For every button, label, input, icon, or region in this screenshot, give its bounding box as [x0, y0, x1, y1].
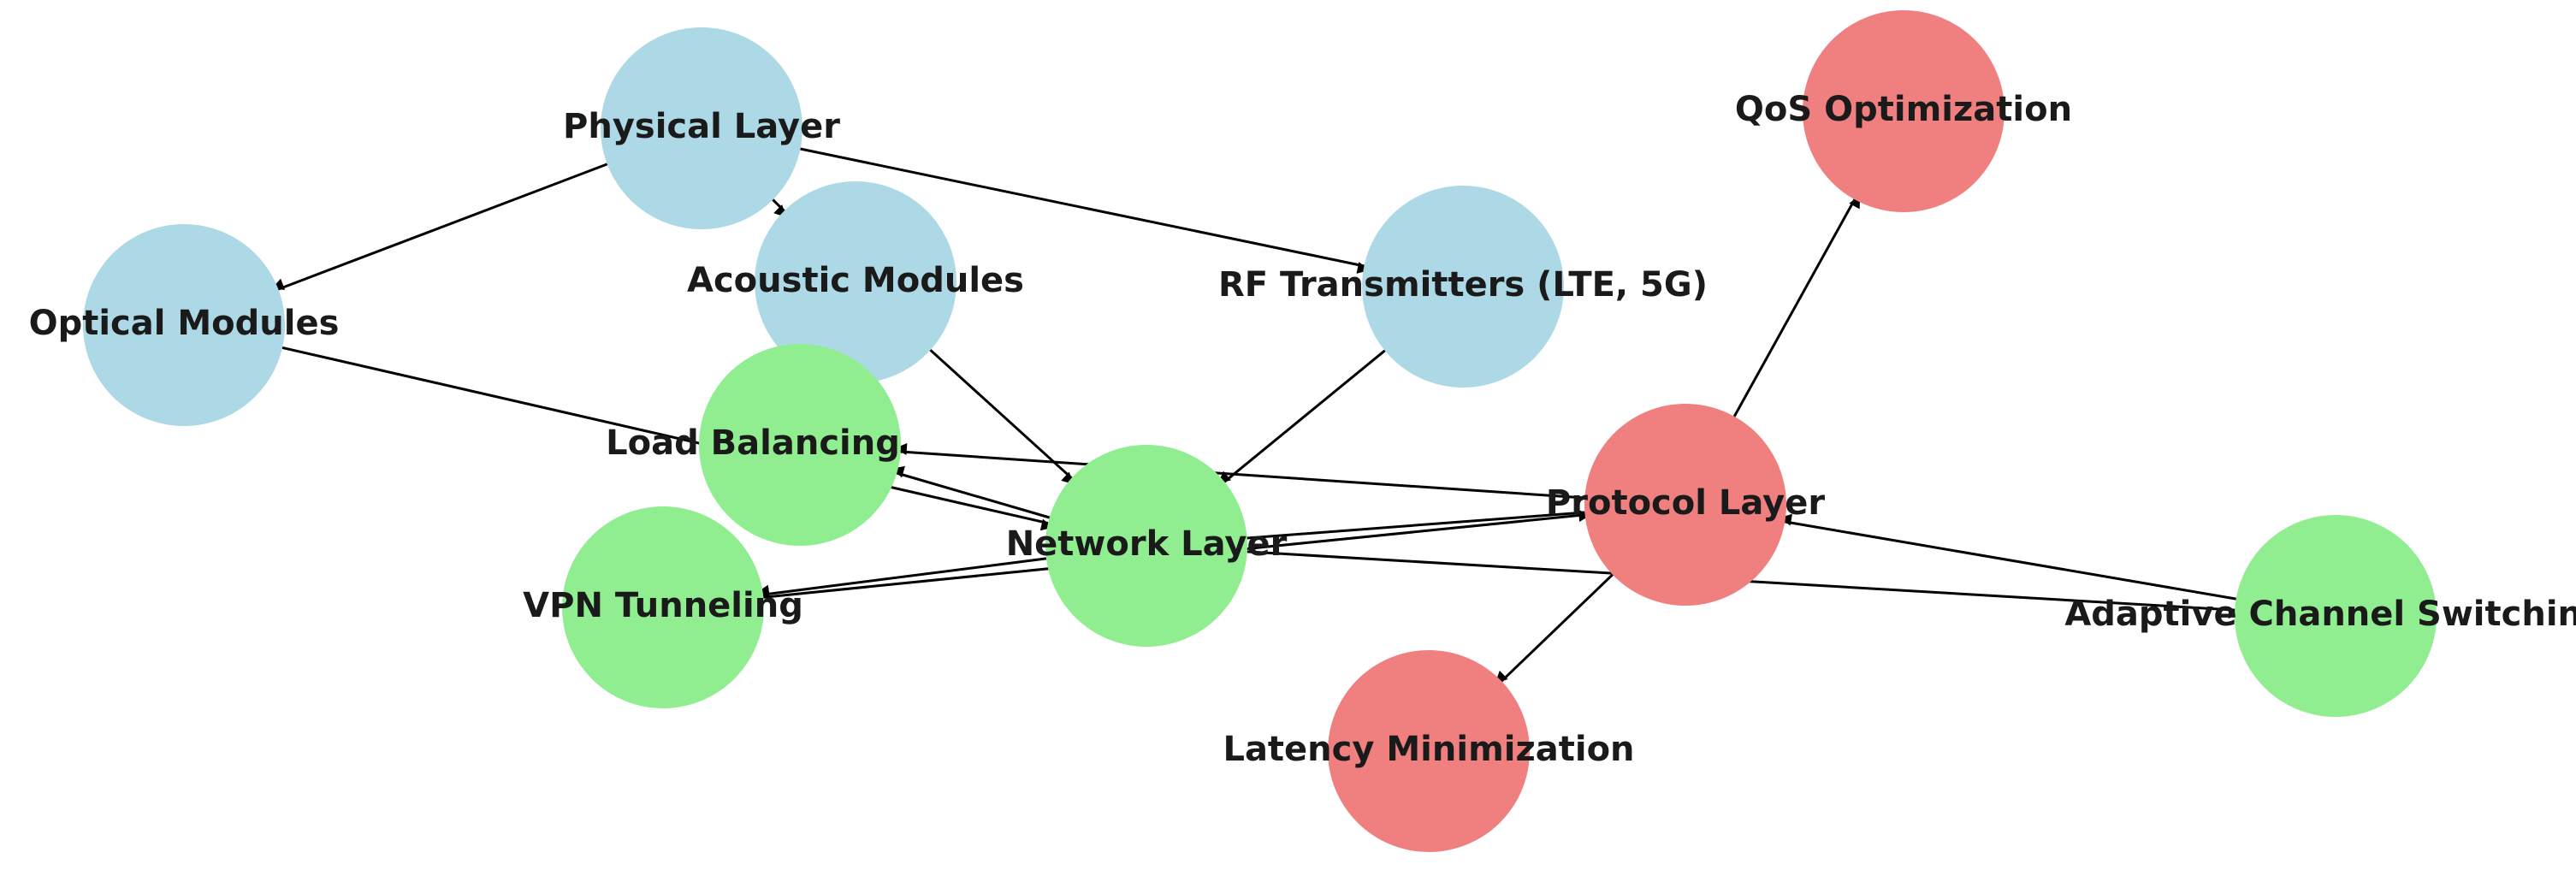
node-qos-optimization[interactable]	[1803, 10, 2005, 212]
node-label-latency-minimization: Latency Minimization	[1223, 730, 1634, 769]
edge-physical-layer-to-rf-transmitters	[800, 147, 1370, 274]
node-network-layer[interactable]	[1045, 445, 1247, 647]
node-label-vpn-tunneling: VPN Tunneling	[523, 586, 803, 625]
node-label-protocol-layer: Protocol Layer	[1546, 483, 1825, 523]
node-label-acoustic-modules: Acoustic Modules	[687, 261, 1024, 300]
edge-network-layer-to-vpn-tunneling	[756, 557, 1047, 597]
node-label-load-balancing: Load Balancing	[606, 423, 900, 463]
edge-physical-layer-to-acoustic-modules	[772, 198, 787, 218]
edge-protocol-layer-to-load-balancing	[894, 442, 1585, 500]
node-adaptive-channel[interactable]	[2235, 515, 2437, 717]
node-optical-modules[interactable]	[83, 224, 285, 426]
node-load-balancing[interactable]	[699, 344, 901, 546]
node-rf-transmitters[interactable]	[1362, 186, 1564, 388]
node-physical-layer[interactable]	[601, 27, 802, 229]
edge-rf-transmitters-to-network-layer	[1217, 349, 1386, 483]
node-label-rf-transmitters: RF Transmitters (LTE, 5G)	[1218, 265, 1708, 305]
edge-physical-layer-to-optical-modules	[271, 163, 608, 291]
edges-layer	[271, 147, 2241, 684]
node-label-network-layer: Network Layer	[1006, 524, 1288, 564]
edge-protocol-layer-to-qos-optimization	[1732, 195, 1861, 417]
edge-network-layer-to-load-balancing	[891, 465, 1051, 519]
node-vpn-tunneling[interactable]	[562, 506, 764, 708]
node-label-qos-optimization: QoS Optimization	[1735, 90, 2072, 129]
edge-optical-modules-to-network-layer	[281, 346, 1054, 531]
node-acoustic-modules[interactable]	[755, 181, 956, 383]
edge-network-layer-to-protocol-layer	[1247, 510, 1591, 540]
node-protocol-layer[interactable]	[1584, 404, 1786, 606]
node-label-physical-layer: Physical Layer	[563, 107, 840, 146]
edge-protocol-layer-to-latency-minimization	[1495, 573, 1614, 684]
edge-acoustic-modules-to-network-layer	[929, 349, 1075, 485]
edge-adaptive-channel-to-protocol-layer	[1779, 513, 2236, 601]
node-label-optical-modules: Optical Modules	[29, 304, 340, 343]
nodes-layer	[83, 10, 2437, 852]
node-latency-minimization[interactable]	[1328, 650, 1530, 852]
node-label-adaptive-channel: Adaptive Channel Switching	[2064, 595, 2576, 634]
